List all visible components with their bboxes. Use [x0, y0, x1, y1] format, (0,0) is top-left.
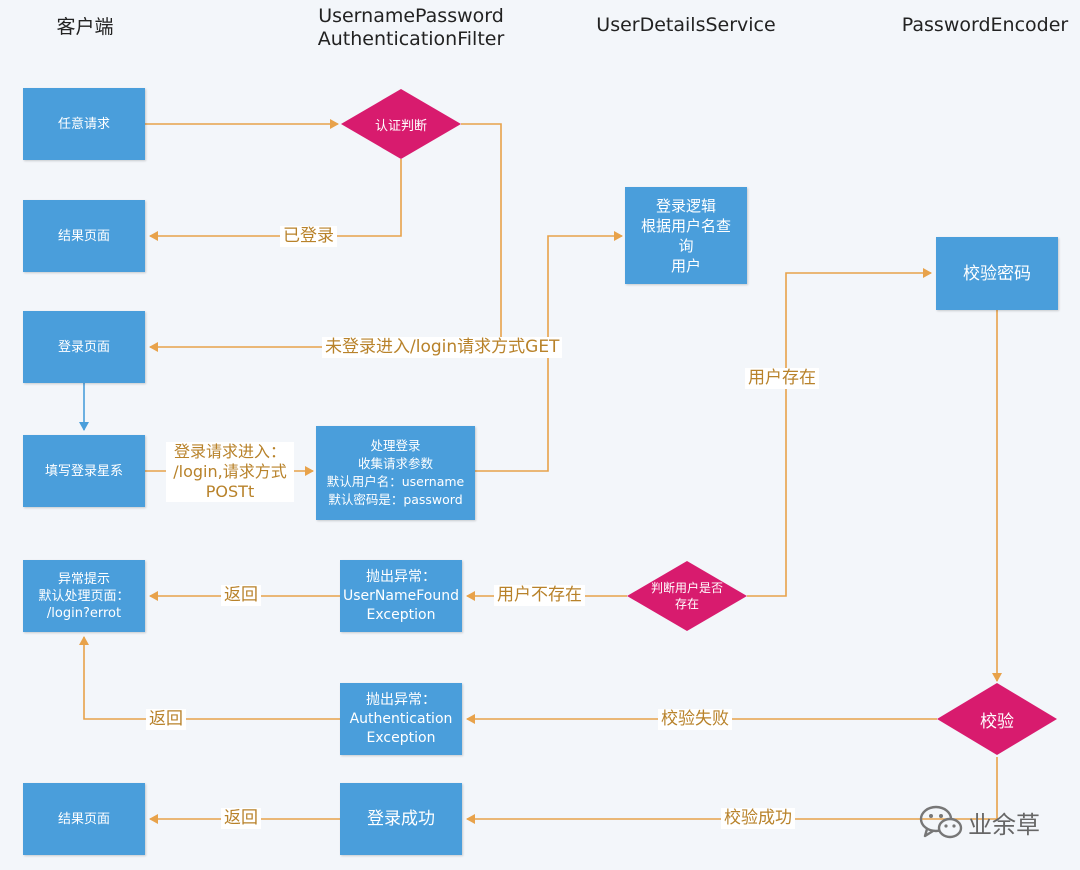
wechat-icon	[919, 805, 963, 839]
decision-verify: 校验	[980, 711, 1014, 732]
edge-user-exists	[747, 268, 932, 597]
node-throw-not-found: 抛出异常： UserNameFound Exception	[340, 560, 462, 632]
edge-label-verify-success: 校验成功	[721, 808, 795, 829]
lane-header-user-details-service: UserDetailsService	[596, 14, 776, 36]
edge-label-not-logged-in: 未登录进入/login请求方式GET	[322, 337, 563, 358]
node-handle-login: 处理登录 收集请求参数 默认用户名：username 默认密码是：passwor…	[316, 426, 475, 520]
lane-header-client: 客户端	[56, 16, 114, 38]
node-fill-login: 填写登录星系	[23, 435, 145, 507]
diamond-user-exists	[627, 561, 747, 631]
edge-return-2	[79, 636, 340, 720]
edge-label-verify-fail: 校验失败	[658, 709, 732, 730]
node-login-success: 登录成功	[340, 783, 462, 855]
edge-auth-logged-in	[149, 159, 402, 241]
node-any-request: 任意请求	[23, 88, 145, 160]
node-throw-auth: 抛出异常： Authentication Exception	[340, 683, 462, 755]
node-verify-password: 校验密码	[936, 237, 1058, 310]
decision-auth-check: 认证判断	[374, 118, 427, 134]
diamond-auth-check	[341, 89, 461, 159]
edge-label-logged-in: 已登录	[280, 226, 337, 247]
edge-label-return-2: 返回	[146, 709, 186, 730]
edge-verify-success	[466, 757, 998, 824]
edge-label-return-3: 返回	[221, 808, 261, 829]
node-error-page: 异常提示 默认处理页面： /login?errot	[23, 560, 145, 632]
edge-label-user-not-exists: 用户不存在	[494, 585, 585, 606]
diamond-verify	[937, 683, 1057, 755]
edge-label-user-exists: 用户存在	[745, 368, 819, 389]
edge-label-return-1: 返回	[221, 585, 261, 606]
watermark: 业余草	[918, 802, 1040, 842]
node-login-logic: 登录逻辑 根据用户名查 询 用户	[625, 187, 747, 284]
node-login-page: 登录页面	[23, 311, 145, 383]
node-result-page-bottom: 结果页面	[23, 783, 145, 855]
decision-user-exists: 判断用户是否 存在	[650, 581, 723, 611]
edge-label-login-post: 登录请求进入： /login,请求方式 POSTt	[166, 442, 294, 502]
watermark-text: 业余草	[968, 810, 1040, 839]
lane-header-filter: UsernamePassword AuthenticationFilter	[317, 5, 505, 50]
node-result-page-top: 结果页面	[23, 200, 145, 272]
lane-header-password-encoder: PasswordEncoder	[901, 14, 1069, 36]
